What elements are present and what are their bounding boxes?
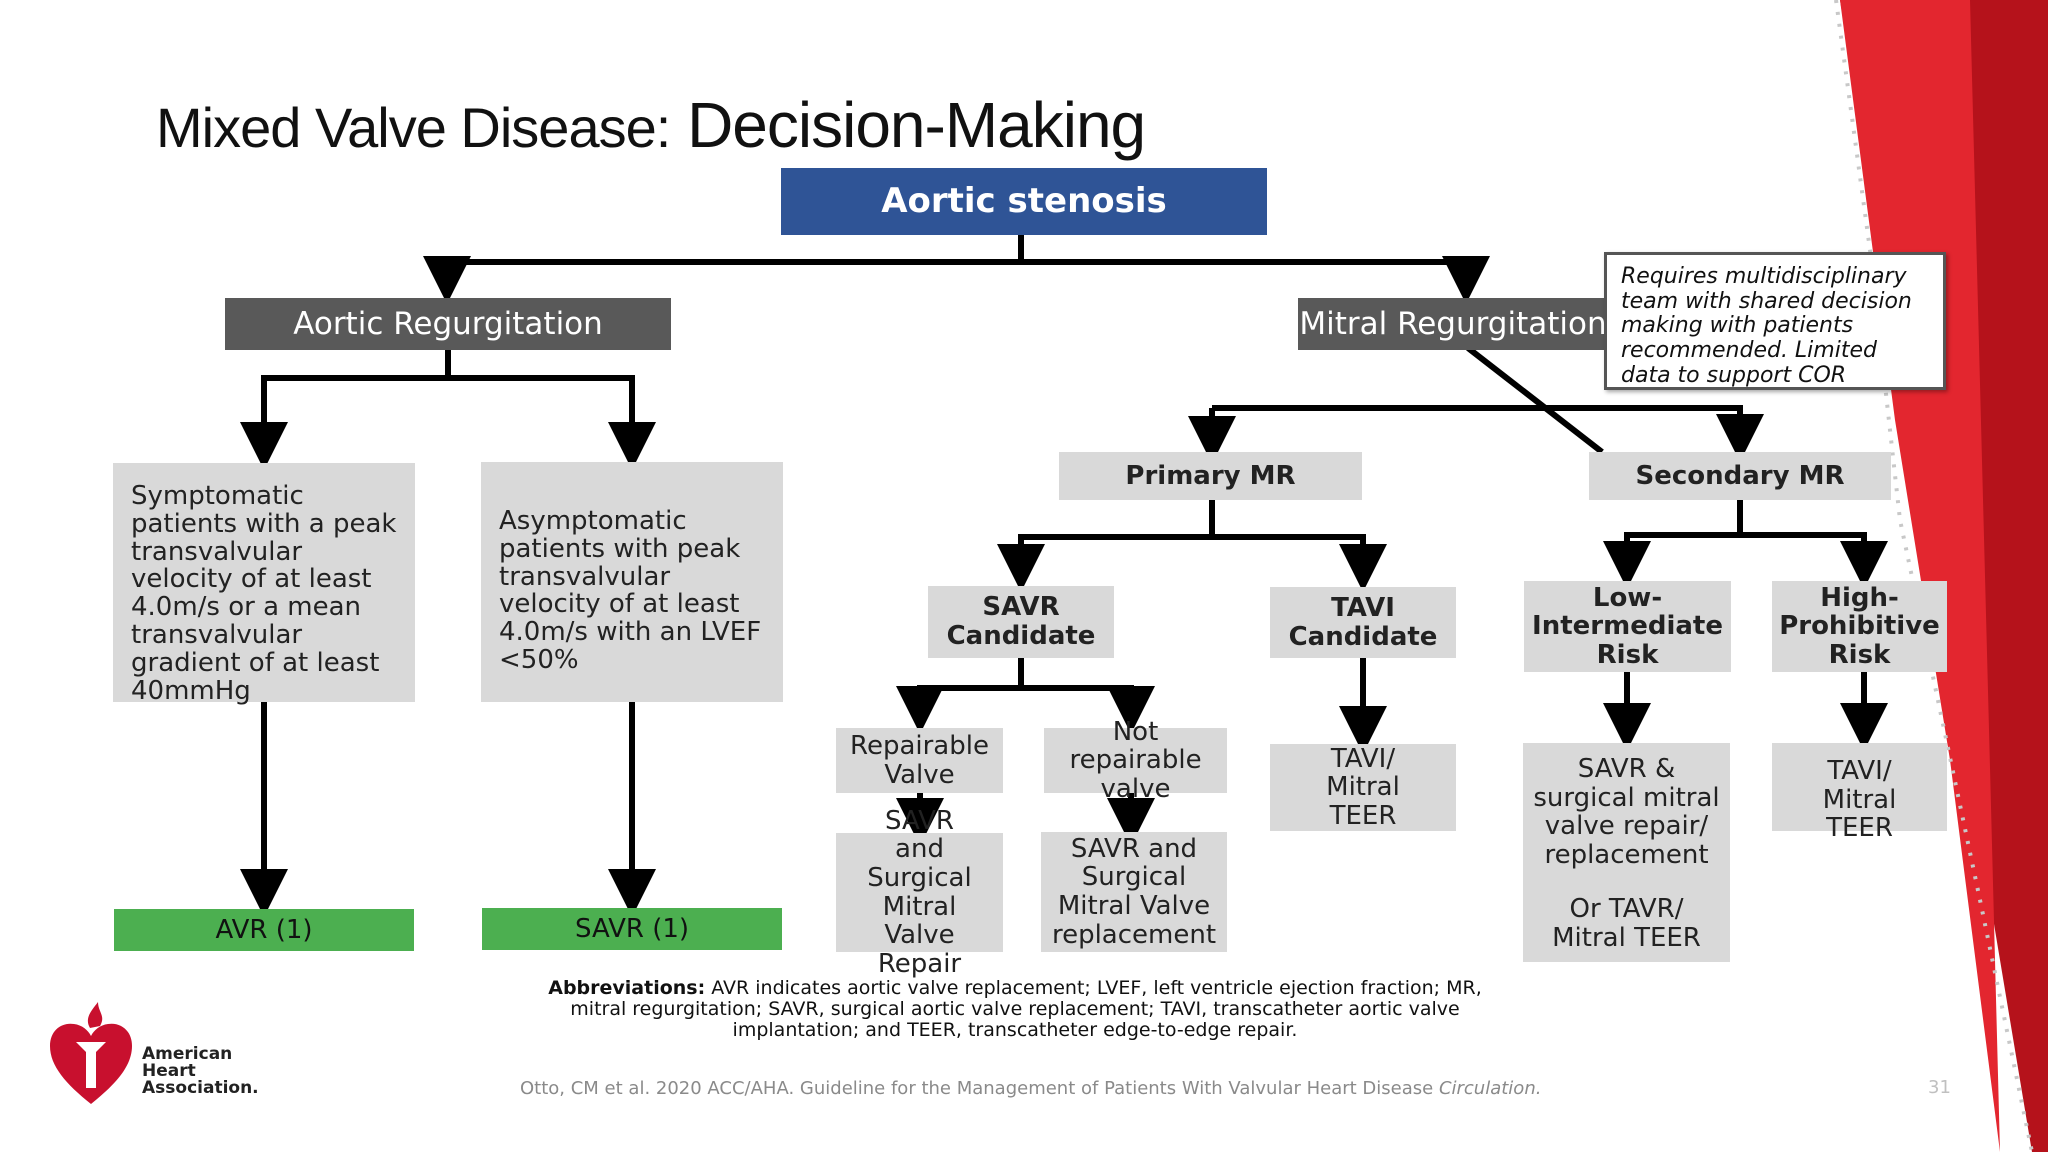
abbreviations-body: AVR indicates aortic valve replacement; … — [570, 977, 1482, 1041]
reference-citation: Otto, CM et al. 2020 ACC/AHA. Guideline … — [520, 1078, 1541, 1099]
aha-heart-torch-logo — [50, 1002, 132, 1104]
ar-asymptomatic-box: Asymptomatic patients with peak transval… — [481, 462, 783, 702]
reference-text: Otto, CM et al. 2020 ACC/AHA. Guideline … — [520, 1078, 1439, 1099]
ar-symptomatic-box: Symptomatic patients with a peak transva… — [113, 463, 415, 705]
aha-logo-line1: American — [142, 1044, 233, 1064]
aortic-regurgitation-box: Aortic Regurgitation — [225, 298, 671, 350]
avr-result-box: AVR (1) — [114, 909, 414, 951]
aha-logo-line3: Association. — [142, 1078, 259, 1098]
abbreviations-label: Abbreviations: — [548, 977, 706, 999]
reference-journal: Circulation. — [1438, 1078, 1542, 1099]
savr-candidate-box: SAVR Candidate — [928, 586, 1114, 658]
or-tavr-text: Or TAVR/ Mitral TEER — [1552, 894, 1701, 953]
team-decision-note: Requires multidisciplinary team with sha… — [1604, 252, 1946, 390]
low-intermediate-risk-box: Low-Intermediate Risk — [1524, 581, 1731, 672]
aha-logo-line2: Heart — [142, 1061, 196, 1081]
abbreviations-text: Abbreviations: AVR indicates aortic valv… — [540, 978, 1490, 1041]
savr-surgical-mitral-text: SAVR & surgical mitral valve repair/ rep… — [1533, 754, 1720, 870]
slide-title: Mixed Valve Disease: Decision-Making — [156, 88, 1146, 162]
savr-result-box: SAVR (1) — [482, 908, 782, 950]
tavi-candidate-box: TAVI Candidate — [1270, 587, 1456, 658]
savr-surgical-mitral-box: SAVR & surgical mitral valve repair/ rep… — [1523, 743, 1730, 962]
tavi-mitral-teer-high-risk-box: TAVI/ Mitral TEER — [1772, 743, 1947, 842]
not-repairable-valve-box: Not repairable valve — [1044, 717, 1227, 803]
title-main: Mixed Valve Disease: — [156, 96, 671, 159]
aha-logo-text: American Heart Association. — [142, 1046, 259, 1097]
title-sub: Decision-Making — [670, 89, 1146, 161]
savr-mitral-replacement-box: SAVR and Surgical Mitral Valve replaceme… — [1041, 832, 1227, 952]
secondary-mr-box: Secondary MR — [1589, 452, 1891, 500]
mitral-regurgitation-box: Mitral Regurgitation — [1298, 298, 1608, 350]
high-prohibitive-risk-box: High-Prohibitive Risk — [1772, 581, 1947, 672]
savr-mitral-repair-box: SAVR and Surgical Mitral Valve Repair — [836, 806, 1003, 978]
repairable-valve-box: Repairable Valve — [836, 728, 1003, 793]
page-number: 31 — [1928, 1077, 1951, 1098]
primary-mr-box: Primary MR — [1059, 452, 1362, 500]
tavi-mitral-teer-box: TAVI/ Mitral TEER — [1270, 744, 1456, 831]
aortic-stenosis-box: Aortic stenosis — [781, 168, 1267, 235]
